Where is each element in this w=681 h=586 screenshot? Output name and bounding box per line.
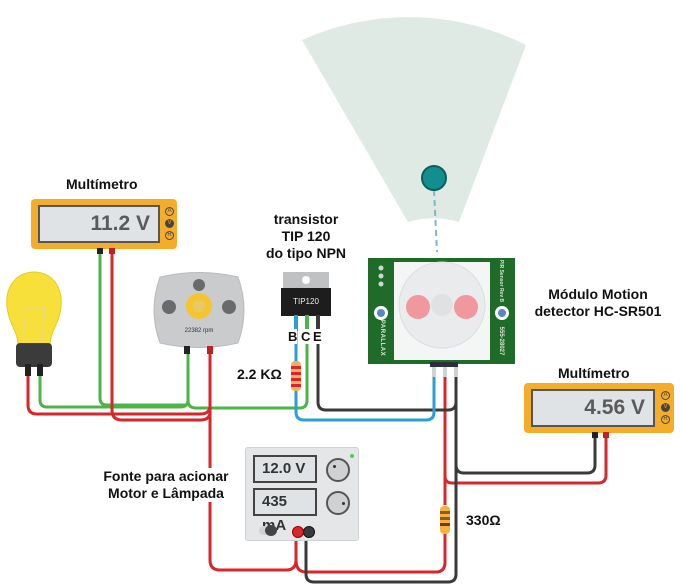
power-supply-label: Fonte para acionar Motor e Lâmpada (96, 468, 236, 502)
multimeter-right-probe-black (592, 432, 598, 438)
motor-gear-icon (186, 293, 212, 319)
multimeter-right[interactable]: 4.56 V A V R (524, 383, 674, 433)
transistor-part-label: TIP120 (293, 297, 319, 306)
voltage-knob[interactable] (326, 458, 350, 482)
pir-detection-zone (302, 17, 526, 223)
wire-red-multimeter-right (443, 435, 608, 485)
wire-black-multimeter-right (454, 435, 597, 475)
wire-black-psu-gnd (304, 375, 458, 584)
pir-right-text-bottom: 555-28027 (498, 326, 504, 356)
motion-target-dot[interactable] (421, 165, 447, 191)
power-supply[interactable]: 12.0 V 435 mA (245, 447, 359, 541)
current-knob[interactable] (326, 491, 350, 515)
wire-blue-base (294, 330, 436, 422)
pir-label-line2: detector HC-SR501 (534, 303, 662, 319)
negative-terminal[interactable] (303, 526, 315, 538)
resistor-330[interactable] (440, 506, 450, 534)
transistor-pin-e: E (313, 329, 322, 344)
pir-label-line1: Módulo Motion (548, 286, 648, 302)
multimeter-right-label: Multímetro (558, 365, 630, 381)
multimeter-left-probe-red (109, 248, 115, 254)
multimeter-left-ohmmeter-button[interactable]: R (165, 231, 174, 240)
light-bulb[interactable] (6, 271, 62, 376)
transistor-label-line3: do tipo NPN (265, 245, 347, 261)
transistor-tip120[interactable] (281, 272, 331, 331)
wire-green-collector (186, 330, 309, 410)
transistor-label-line1: transistor (273, 211, 339, 227)
multimeter-left-voltmeter-button[interactable]: V (165, 219, 174, 228)
pir-left-text: PARALLAX (379, 319, 385, 357)
motor-speed-readout: 22382 rpm (184, 328, 214, 334)
pir-right-text-top: PIR Sensor Rev B (498, 259, 504, 303)
multimeter-left[interactable]: 11.2 V A V R (31, 199, 177, 249)
multimeter-left-ammeter-button[interactable]: A (165, 207, 174, 216)
multimeter-right-probe-red (603, 432, 609, 438)
multimeter-left-display: 11.2 V (38, 205, 160, 243)
resistor-2k2-label: 2.2 KΩ (237, 366, 282, 382)
wire-red-psu-resistor (294, 532, 447, 574)
transistor-label-line2: TIP 120 (281, 228, 331, 244)
multimeter-left-probe-black (97, 248, 103, 254)
wire-black-emitter (316, 330, 458, 412)
power-supply-voltage-display: 12.0 V (253, 455, 317, 483)
wire-green-multimeter (98, 250, 186, 407)
power-supply-current-display: 435 mA (253, 488, 317, 534)
resistor-2k2[interactable] (291, 361, 301, 391)
power-toggle-switch[interactable] (259, 525, 277, 536)
pir-sensor-module[interactable] (368, 258, 515, 377)
target-trace-line (433, 189, 438, 253)
multimeter-right-ammeter-button[interactable]: A (661, 391, 670, 400)
transistor-pin-b: B (288, 329, 298, 344)
multimeter-left-label: Multímetro (66, 176, 138, 192)
resistor-330-label: 330Ω (466, 512, 501, 528)
multimeter-right-ohmmeter-button[interactable]: R (661, 415, 670, 424)
power-supply-label-line2: Motor e Lâmpada (108, 485, 224, 501)
transistor-pin-c: C (301, 329, 311, 344)
multimeter-right-display: 4.56 V (531, 389, 655, 427)
dc-motor[interactable] (153, 272, 245, 355)
multimeter-right-voltmeter-button[interactable]: V (661, 403, 670, 412)
wire-green-lamp (38, 375, 190, 409)
transistor-label: transistor TIP 120 do tipo NPN (260, 211, 352, 262)
pir-label: Módulo Motion detector HC-SR501 (523, 286, 673, 320)
power-on-indicator-icon (350, 454, 354, 458)
power-supply-label-line1: Fonte para acionar (103, 468, 229, 484)
